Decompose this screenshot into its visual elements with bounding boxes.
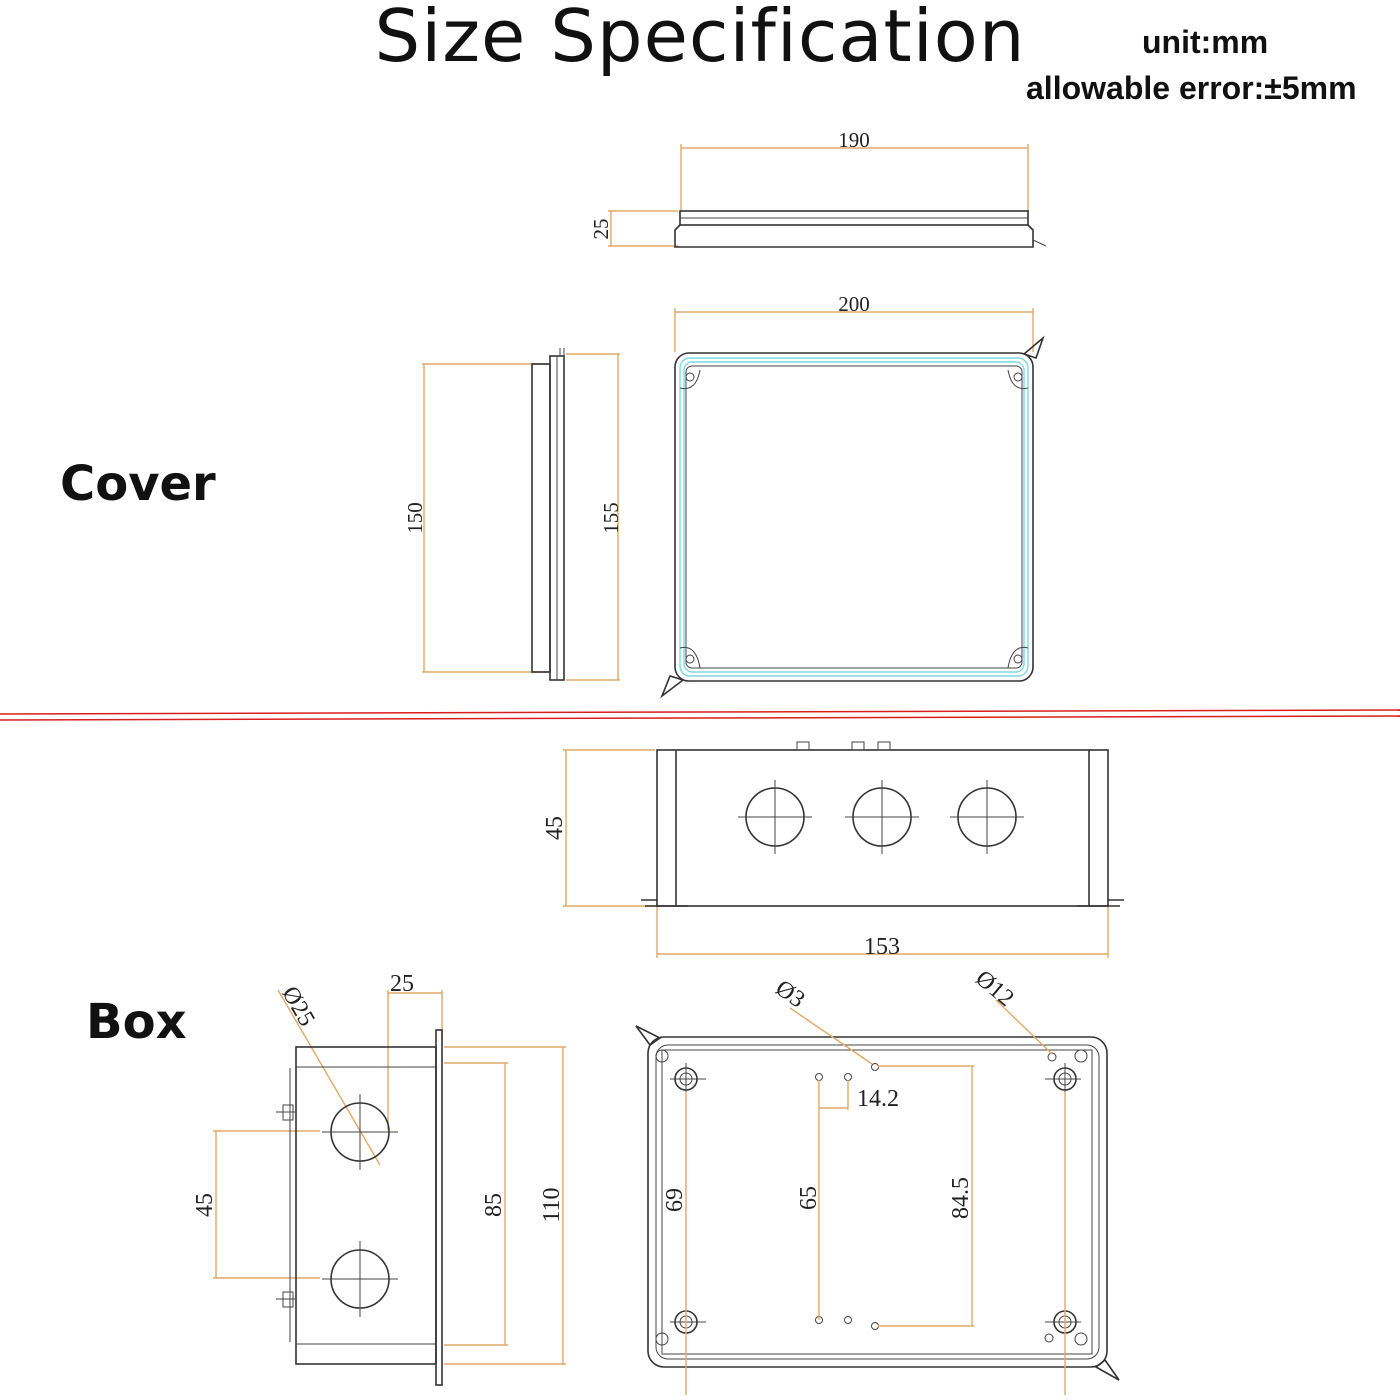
cover-section-label: Cover [60,456,216,512]
box-section-label: Box [86,994,187,1050]
box-height-45: 45 [542,816,568,840]
cover-width-190: 190 [838,128,870,152]
unit-label: unit:mm [1142,24,1269,60]
cover-side-155: 155 [599,502,623,534]
cover-plan-width-200: 200 [838,292,870,316]
cover-side-view: 150 155 [403,348,623,681]
box-depth-110: 110 [539,1187,565,1222]
box-mount-hole-dia-12: Ø12 [970,965,1018,1011]
allowable-error-label: allowable error:±5mm [1026,70,1357,106]
box-front-view: 45 153 [542,741,1124,960]
box-hole-gap-14-2: 14.2 [857,1086,899,1112]
cover-height-25: 25 [589,219,613,240]
box-span-65: 65 [796,1186,822,1210]
cover-side-150: 150 [403,502,427,534]
box-hole-spacing-45: 45 [192,1193,218,1217]
box-plan-view: 14.2 65 84.5 69 Ø3 Ø12 [635,965,1120,1395]
cover-plan-view: 200 [660,292,1045,699]
box-hole-offset-25: 25 [390,971,414,997]
box-depth-85: 85 [481,1193,507,1217]
box-span-84-5: 84.5 [948,1177,974,1219]
cover-top-view: 190 25 [589,128,1047,248]
section-divider [0,709,1400,721]
box-hole-dia-25: Ø25 [276,982,319,1031]
box-side-view: 25 Ø25 45 85 110 [192,971,566,1386]
box-span-69: 69 [662,1188,688,1212]
box-small-hole-dia-3: Ø3 [771,975,810,1013]
page-title: Size Specification [374,0,1026,78]
box-width-153: 153 [864,934,900,960]
